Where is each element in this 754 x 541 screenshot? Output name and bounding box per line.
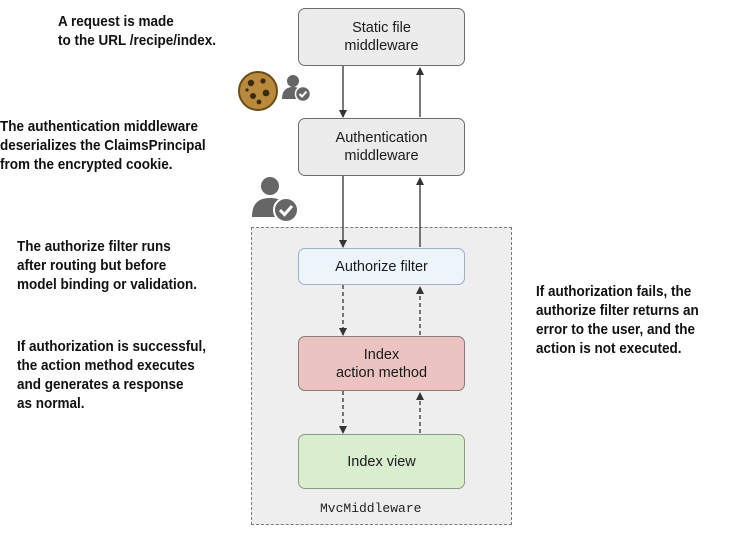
annotation-success-line2: the action method executes	[17, 357, 195, 374]
mvc-middleware-label: MvcMiddleware	[320, 501, 422, 516]
annotation-failure: If authorization fails, the authorize fi…	[536, 282, 699, 358]
annotation-authentication: The authentication middleware deserializ…	[0, 117, 206, 174]
annotation-failure-line1: If authorization fails, the	[536, 283, 692, 300]
static-file-middleware-line1: Static file	[352, 20, 411, 36]
authentication-middleware-box: Authentication middleware	[298, 118, 465, 176]
annotation-success-line3: and generates a response	[17, 376, 184, 393]
user-check-icon	[282, 75, 312, 103]
annotation-failure-line2: authorize filter returns an	[536, 302, 699, 319]
annotation-authorize-filter-line1: The authorize filter runs	[17, 238, 171, 255]
annotation-authentication-line1: The authentication middleware	[0, 118, 199, 135]
index-action-method-box: Index action method	[298, 336, 465, 391]
user-check-icon	[252, 177, 299, 223]
annotation-authentication-line2: deserializes the ClaimsPrincipal	[0, 137, 206, 154]
static-file-middleware-line2: middleware	[344, 38, 419, 54]
static-file-middleware-box: Static file middleware	[298, 8, 465, 66]
authentication-middleware-line1: Authentication	[335, 130, 428, 146]
annotation-success: If authorization is successful, the acti…	[17, 337, 206, 413]
annotation-failure-line4: action is not executed.	[536, 340, 682, 357]
annotation-authorize-filter: The authorize filter runs after routing …	[17, 237, 197, 294]
index-view-box: Index view	[298, 434, 465, 489]
annotation-failure-line3: error to the user, and the	[536, 321, 696, 338]
annotation-request: A request is made to the URL /recipe/ind…	[58, 12, 216, 50]
index-action-method-line2: action method	[335, 364, 428, 381]
annotation-request-line2: to the URL /recipe/index.	[58, 32, 217, 49]
annotation-authorize-filter-line2: after routing but before	[17, 257, 167, 274]
authorize-filter-label: Authorize filter	[335, 258, 428, 275]
annotation-success-line4: as normal.	[17, 395, 85, 412]
authorize-filter-box: Authorize filter	[298, 248, 465, 285]
cookie-icon	[238, 71, 278, 111]
authentication-middleware-line2: middleware	[344, 148, 419, 164]
index-view-label: Index view	[347, 453, 416, 470]
annotation-success-line1: If authorization is successful,	[17, 338, 207, 355]
annotation-request-line1: A request is made	[58, 13, 174, 30]
annotation-authentication-line3: from the encrypted cookie.	[0, 156, 173, 173]
annotation-authorize-filter-line3: model binding or validation.	[17, 276, 198, 293]
index-action-method-line1: Index	[363, 346, 400, 363]
